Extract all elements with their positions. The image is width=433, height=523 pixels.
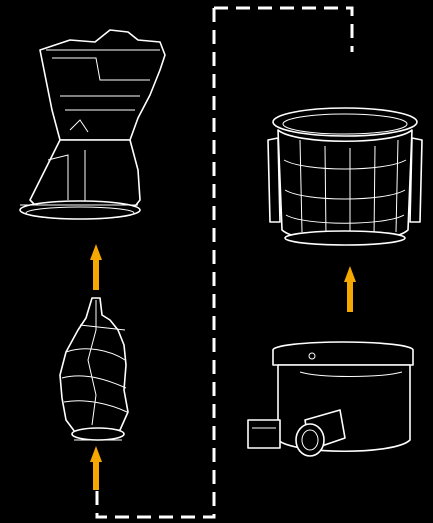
- strainer-basket-icon: [268, 108, 422, 245]
- arrow-up: [344, 266, 356, 312]
- juicer-bowl-icon: [20, 30, 165, 219]
- arrow-up: [90, 446, 102, 490]
- arrow-up: [90, 244, 102, 290]
- auger-icon: [60, 298, 128, 440]
- juicing-chamber-icon: [248, 342, 413, 456]
